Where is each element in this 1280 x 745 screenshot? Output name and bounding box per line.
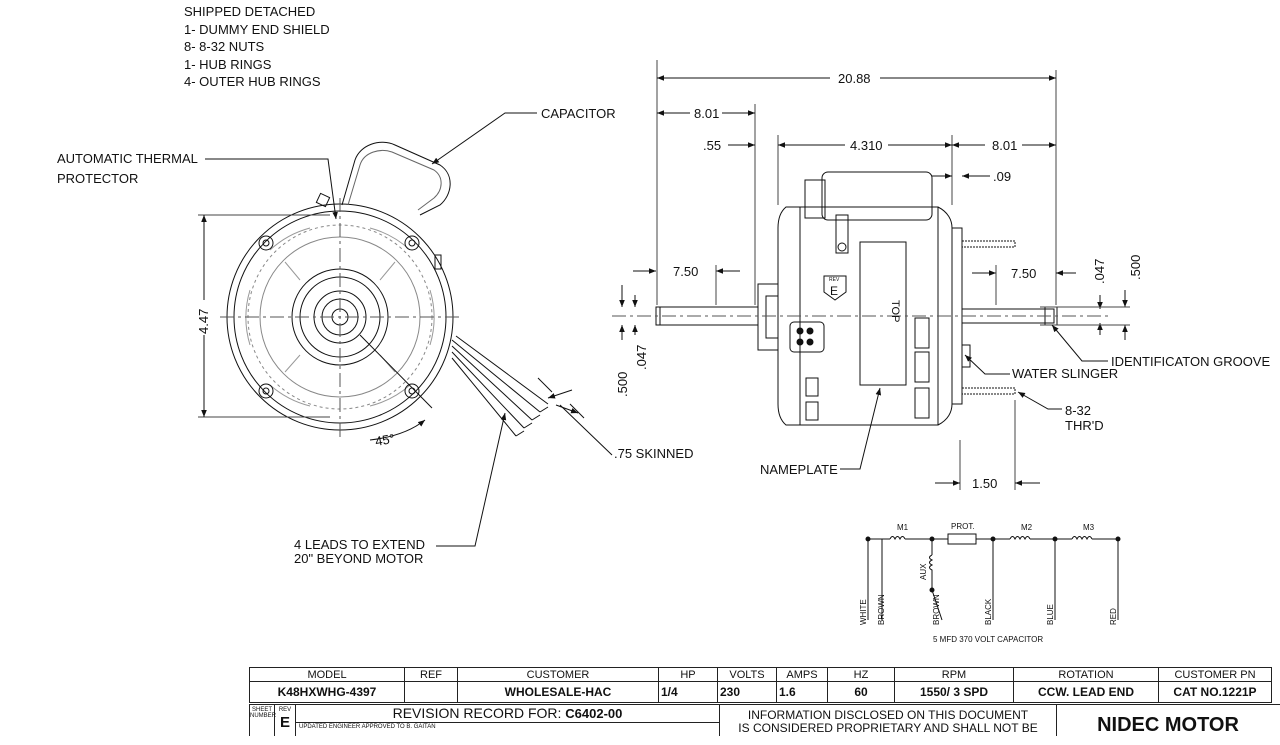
rev-label: REV [278,707,292,713]
revision-record-header: REVISION RECORD FOR: C6402-00 [296,705,719,723]
sheet-number-label: SHEET NUMBER [250,707,277,719]
value-model: K48HXWHG-4397 [249,681,405,703]
nameplate-label: NAMEPLATE [760,462,838,477]
water-slinger-label: WATER SLINGER [1012,366,1118,381]
wiring-diagram [865,533,1121,621]
top-label: TOP [889,300,901,322]
header-model: MODEL [249,667,405,682]
rev-value: E [279,714,290,731]
header-hz: HZ [827,667,895,682]
thread-label-2: THR'D [1065,418,1104,433]
m2-label: M2 [1021,523,1033,532]
wire-black-label: BLACK [984,598,993,625]
dim-8-01-a: 8.01 [694,106,719,121]
wire-red-label: RED [1109,608,1118,625]
company-name: NIDEC MOTOR [1097,714,1239,736]
note-line: 4- OUTER HUB RINGS [184,74,321,89]
header-customer: CUSTOMER [457,667,659,682]
value-ref [404,681,458,703]
dim-0-047-b: .047 [1092,259,1107,284]
dim-4-310: 4.310 [850,138,883,153]
info-line-2: IS CONSIDERED PROPRIETARY AND SHALL NOT … [738,721,1038,735]
proprietary-notice: INFORMATION DISCLOSED ON THIS DOCUMENT I… [720,705,1057,736]
dim-0-047-a: .047 [634,345,649,370]
header-amps: AMPS [776,667,828,682]
revision-record-cell: REVISION RECORD FOR: C6402-00 UPDATED EN… [296,705,720,736]
m3-label: M3 [1083,523,1095,532]
wire-brown-2-label: BROWN [932,594,941,625]
thermal-protector-label-2: PROTECTOR [57,171,138,186]
note-line: 1- DUMMY END SHIELD [184,21,330,37]
value-rotation: CCW. LEAD END [1013,681,1159,703]
title-block-table: MODEL REF CUSTOMER HP VOLTS AMPS HZ RPM … [249,667,1272,703]
note-line: 1- HUB RINGS [184,56,272,72]
side-view [612,171,1110,426]
end-view [198,141,585,441]
value-hz: 60 [827,681,895,703]
identification-groove-label: IDENTIFICATON GROOVE [1111,354,1270,369]
skinned-label: .75 SKINNED [614,446,693,461]
dim-0-09: .09 [993,169,1011,184]
capacitor-note: 5 MFD 370 VOLT CAPACITOR [933,635,1043,644]
dim-0-55: .55 [703,138,721,153]
shipping-notes: SHIPPED DETACHED 1- DUMMY END SHIELD 8- … [184,3,330,91]
leads-label-2: 20" BEYOND MOTOR [294,551,423,566]
dim-1-50: 1.50 [972,476,997,491]
capacitor-label: CAPACITOR [541,106,616,121]
prot-label: PROT. [951,522,975,531]
wire-brown-1-label: BROWN [877,594,886,625]
thread-label-1: 8-32 [1065,403,1091,418]
revision-record-value: C6402-00 [565,706,623,721]
header-rotation: ROTATION [1013,667,1159,682]
leads-label-1: 4 LEADS TO EXTEND [294,537,425,552]
rev-small-label: REV [829,277,840,283]
dim-45-deg: 45° [374,431,396,449]
dim-0-500-a: .500 [615,372,630,397]
value-customer: WHOLESALE-HAC [457,681,659,703]
value-amps: 1.6 [776,681,828,703]
sheet-number-cell: SHEET NUMBER [250,705,277,736]
dim-0-500-b: .500 [1128,255,1143,280]
header-hp: HP [658,667,718,682]
dim-8-01-b: 8.01 [992,138,1017,153]
value-volts: 230 [717,681,777,703]
wire-blue-label: BLUE [1046,604,1055,625]
info-line-1: INFORMATION DISCLOSED ON THIS DOCUMENT [747,708,1029,722]
m1-label: M1 [897,523,909,532]
revision-record-label: REVISION RECORD FOR: [392,705,562,721]
aux-label: AUX [919,563,928,580]
value-hp: 1/4 [658,681,718,703]
rev-badge-label: E [830,284,838,298]
revision-block: SHEET NUMBER REV E REVISION RECORD FOR: … [249,704,1280,736]
value-rpm: 1550/ 3 SPD [894,681,1014,703]
wire-white-label: WHITE [859,599,868,625]
header-customer-pn: CUSTOMER PN [1158,667,1272,682]
note-line: SHIPPED DETACHED [184,4,316,19]
thermal-protector-label-1: AUTOMATIC THERMAL [57,151,198,166]
value-customer-pn: CAT NO.1221P [1158,681,1272,703]
dim-4-47: 4.47 [196,309,211,334]
header-volts: VOLTS [717,667,777,682]
note-line: 8- 8-32 NUTS [184,39,265,54]
dim-20-88: 20.88 [838,71,871,86]
header-rpm: RPM [894,667,1014,682]
revision-note: UPDATED ENGINEER APPROVED TO B. GAITAN [299,724,436,730]
header-ref: REF [404,667,458,682]
dim-7-50-a: 7.50 [673,264,698,279]
dim-7-50-b: 7.50 [1011,266,1036,281]
rev-cell: REV E [275,705,296,736]
